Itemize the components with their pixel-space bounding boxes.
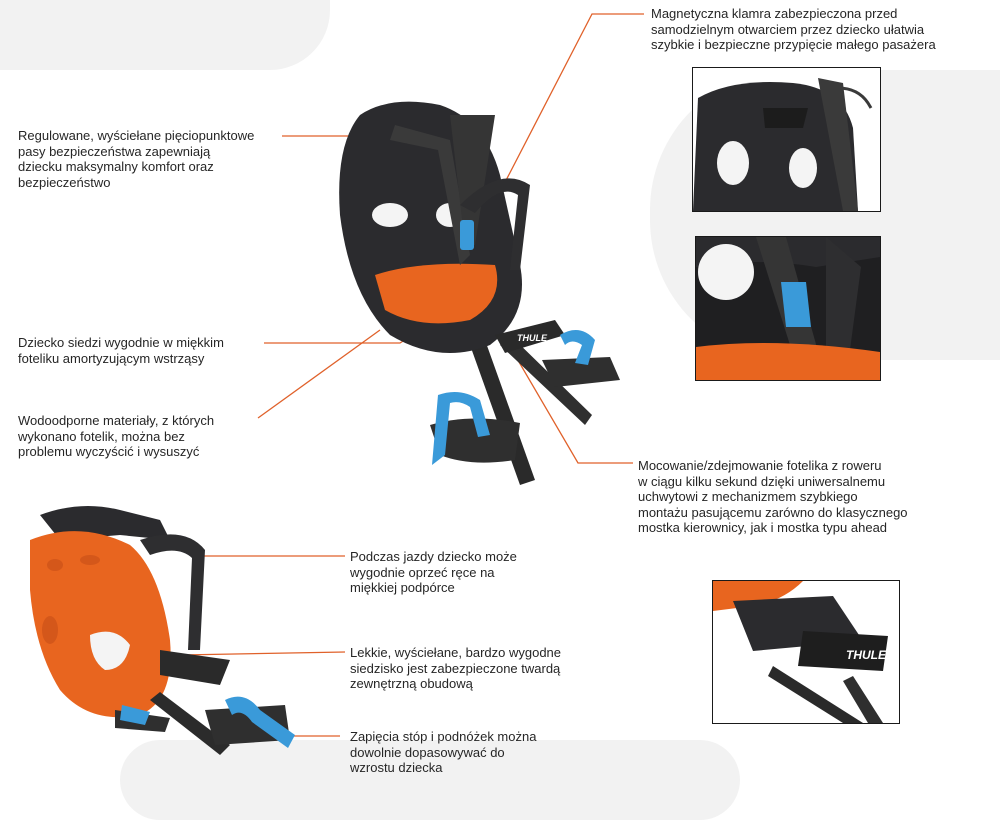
caption-waterproof: Wodoodporne materiały, z których wykonan… [18, 413, 215, 459]
background-blob-top-left [0, 0, 330, 70]
leader-line-clasp [469, 13, 644, 251]
clasp-detail-icon [693, 68, 880, 211]
leader-line-mounting [511, 349, 633, 464]
caption-harness: Regulowane, wyściełane pięciopunktowe pa… [18, 128, 255, 190]
leader-line-shell [179, 651, 346, 656]
thule-logo-main: THULE [517, 333, 548, 343]
caption-armrest: Podczas jazdy dziecko może wygodnie oprz… [350, 549, 517, 595]
caption-soft-seat: Dziecko siedzi wygodnie w miękkim foteli… [18, 335, 224, 366]
mount-detail-icon: THULE [713, 581, 899, 723]
leader-line-waterproof [257, 329, 381, 419]
detail-mount: THULE [712, 580, 900, 724]
caption-shell: Lekkie, wyściełane, bardzo wygodne siedz… [350, 645, 562, 691]
thule-logo-detail: THULE [846, 648, 887, 662]
harness-detail-icon [696, 237, 880, 380]
child-seat-back-view-icon [30, 506, 295, 755]
background-blob-bottom [120, 740, 740, 820]
caption-mounting: Mocowanie/zdejmowanie fotelika z roweru … [638, 458, 908, 535]
caption-footrest: Zapięcia stóp i podnóżek można dowolnie … [350, 729, 537, 775]
caption-magnetic-clasp: Magnetyczna klamra zabezpieczona przed s… [651, 6, 936, 52]
child-seat-main-icon: THULE [339, 101, 620, 485]
detail-harness [695, 236, 881, 381]
detail-clasp [692, 67, 881, 212]
